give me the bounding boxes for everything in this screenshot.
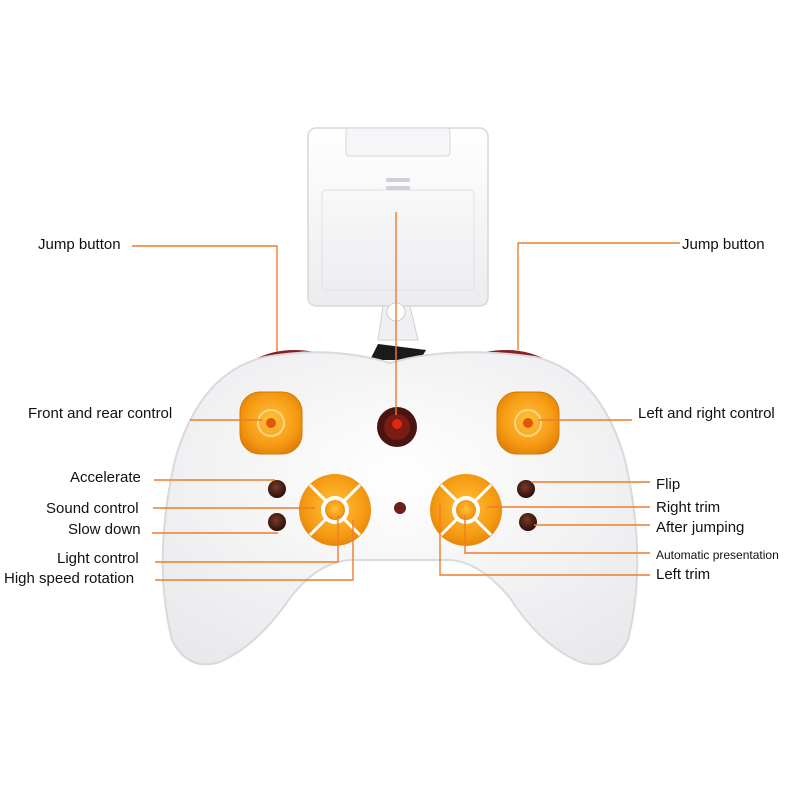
label-automatic-presentation: Automatic presentation (656, 548, 779, 562)
label-front-rear-control: Front and rear control (28, 405, 173, 422)
label-after-jumping: After jumping (656, 519, 745, 536)
right-joystick[interactable] (496, 391, 560, 455)
left-joystick[interactable] (239, 391, 303, 455)
label-jump-button-left: Jump button (38, 236, 121, 253)
label-right-trim: Right trim (656, 499, 721, 516)
right-dpad[interactable] (430, 474, 502, 546)
power-knob[interactable] (377, 407, 417, 447)
indicator-light (394, 502, 406, 514)
after-jumping-button[interactable] (519, 513, 537, 531)
label-accelerate: Accelerate (70, 469, 141, 486)
label-left-right-control: Left and right control (638, 405, 775, 422)
label-jump-button-right: Jump button (682, 236, 765, 253)
leader-lines (132, 212, 680, 581)
label-sound-control: Sound control (46, 500, 139, 517)
label-high-speed-rotation: High speed rotation (4, 570, 135, 587)
flip-button[interactable] (517, 480, 535, 498)
accelerate-button[interactable] (268, 480, 286, 498)
slow-down-button[interactable] (268, 513, 286, 531)
label-left-trim: Left trim (656, 566, 711, 583)
label-slow-down: Slow down (68, 521, 141, 538)
phone-holder (307, 127, 489, 360)
label-flip: Flip (656, 476, 681, 493)
label-light-control: Light control (57, 550, 139, 567)
left-dpad[interactable] (299, 474, 371, 546)
